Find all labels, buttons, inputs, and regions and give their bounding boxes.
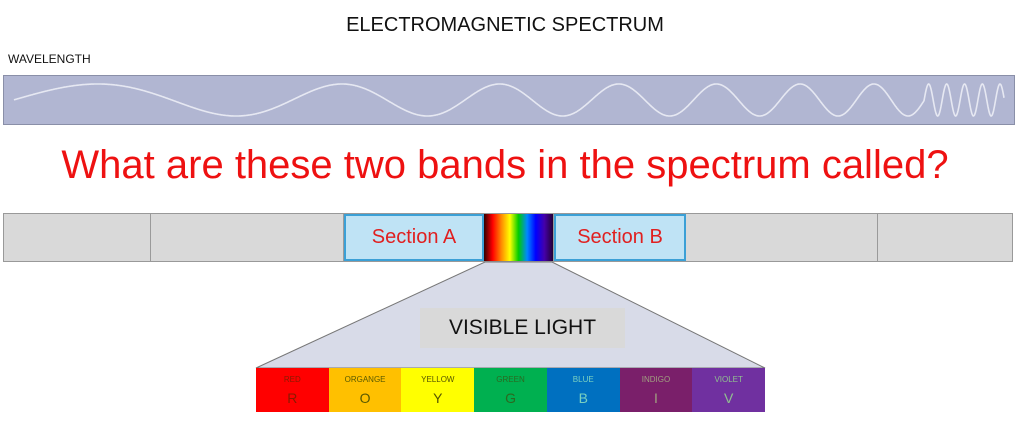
band-letter: Y bbox=[433, 390, 443, 406]
color-band-blue: BLUE B bbox=[546, 368, 620, 412]
wavelength-bar bbox=[3, 75, 1015, 125]
band-name: VIOLET bbox=[714, 375, 743, 384]
band-name: GREEN bbox=[496, 375, 525, 384]
color-bands: RED R ORGANGE O YELLOW Y GREEN G BLUE B INDIGO I VIO… bbox=[256, 368, 766, 412]
band-name: BLUE bbox=[572, 375, 594, 384]
band-letter: R bbox=[287, 390, 298, 406]
band-name: YELLOW bbox=[421, 375, 455, 384]
color-band-green: GREEN G bbox=[474, 368, 547, 412]
spectrum-cell bbox=[686, 214, 878, 261]
color-band-organge: ORGANGE O bbox=[328, 368, 402, 412]
band-name: RED bbox=[283, 375, 301, 384]
wavelength-label: WAVELENGTH bbox=[8, 52, 91, 66]
section-b: Section B bbox=[554, 214, 686, 261]
band-name: ORGANGE bbox=[344, 375, 386, 384]
color-band-violet: VIOLET V bbox=[692, 368, 766, 412]
spectrum-bar: Section A Section B bbox=[3, 213, 1013, 262]
visible-light-label: VISIBLE LIGHT bbox=[420, 308, 625, 348]
visible-spectrum-strip bbox=[484, 214, 554, 261]
band-letter: O bbox=[359, 390, 371, 406]
band-letter: I bbox=[654, 390, 658, 406]
band-letter: G bbox=[505, 390, 516, 406]
color-band-indigo: INDIGO I bbox=[619, 368, 693, 412]
spectrum-cell bbox=[4, 214, 151, 261]
spectrum-cell bbox=[151, 214, 344, 261]
question-text: What are these two bands in the spectrum… bbox=[61, 143, 949, 187]
wave-graphic bbox=[13, 83, 1005, 117]
band-letter: B bbox=[578, 390, 588, 406]
section-a: Section A bbox=[344, 214, 484, 261]
diagram-title: ELECTROMAGNETIC SPECTRUM bbox=[346, 14, 664, 36]
band-letter: V bbox=[724, 390, 734, 406]
color-band-red: RED R bbox=[256, 368, 329, 412]
band-name: INDIGO bbox=[641, 375, 671, 384]
color-band-yellow: YELLOW Y bbox=[401, 368, 475, 412]
